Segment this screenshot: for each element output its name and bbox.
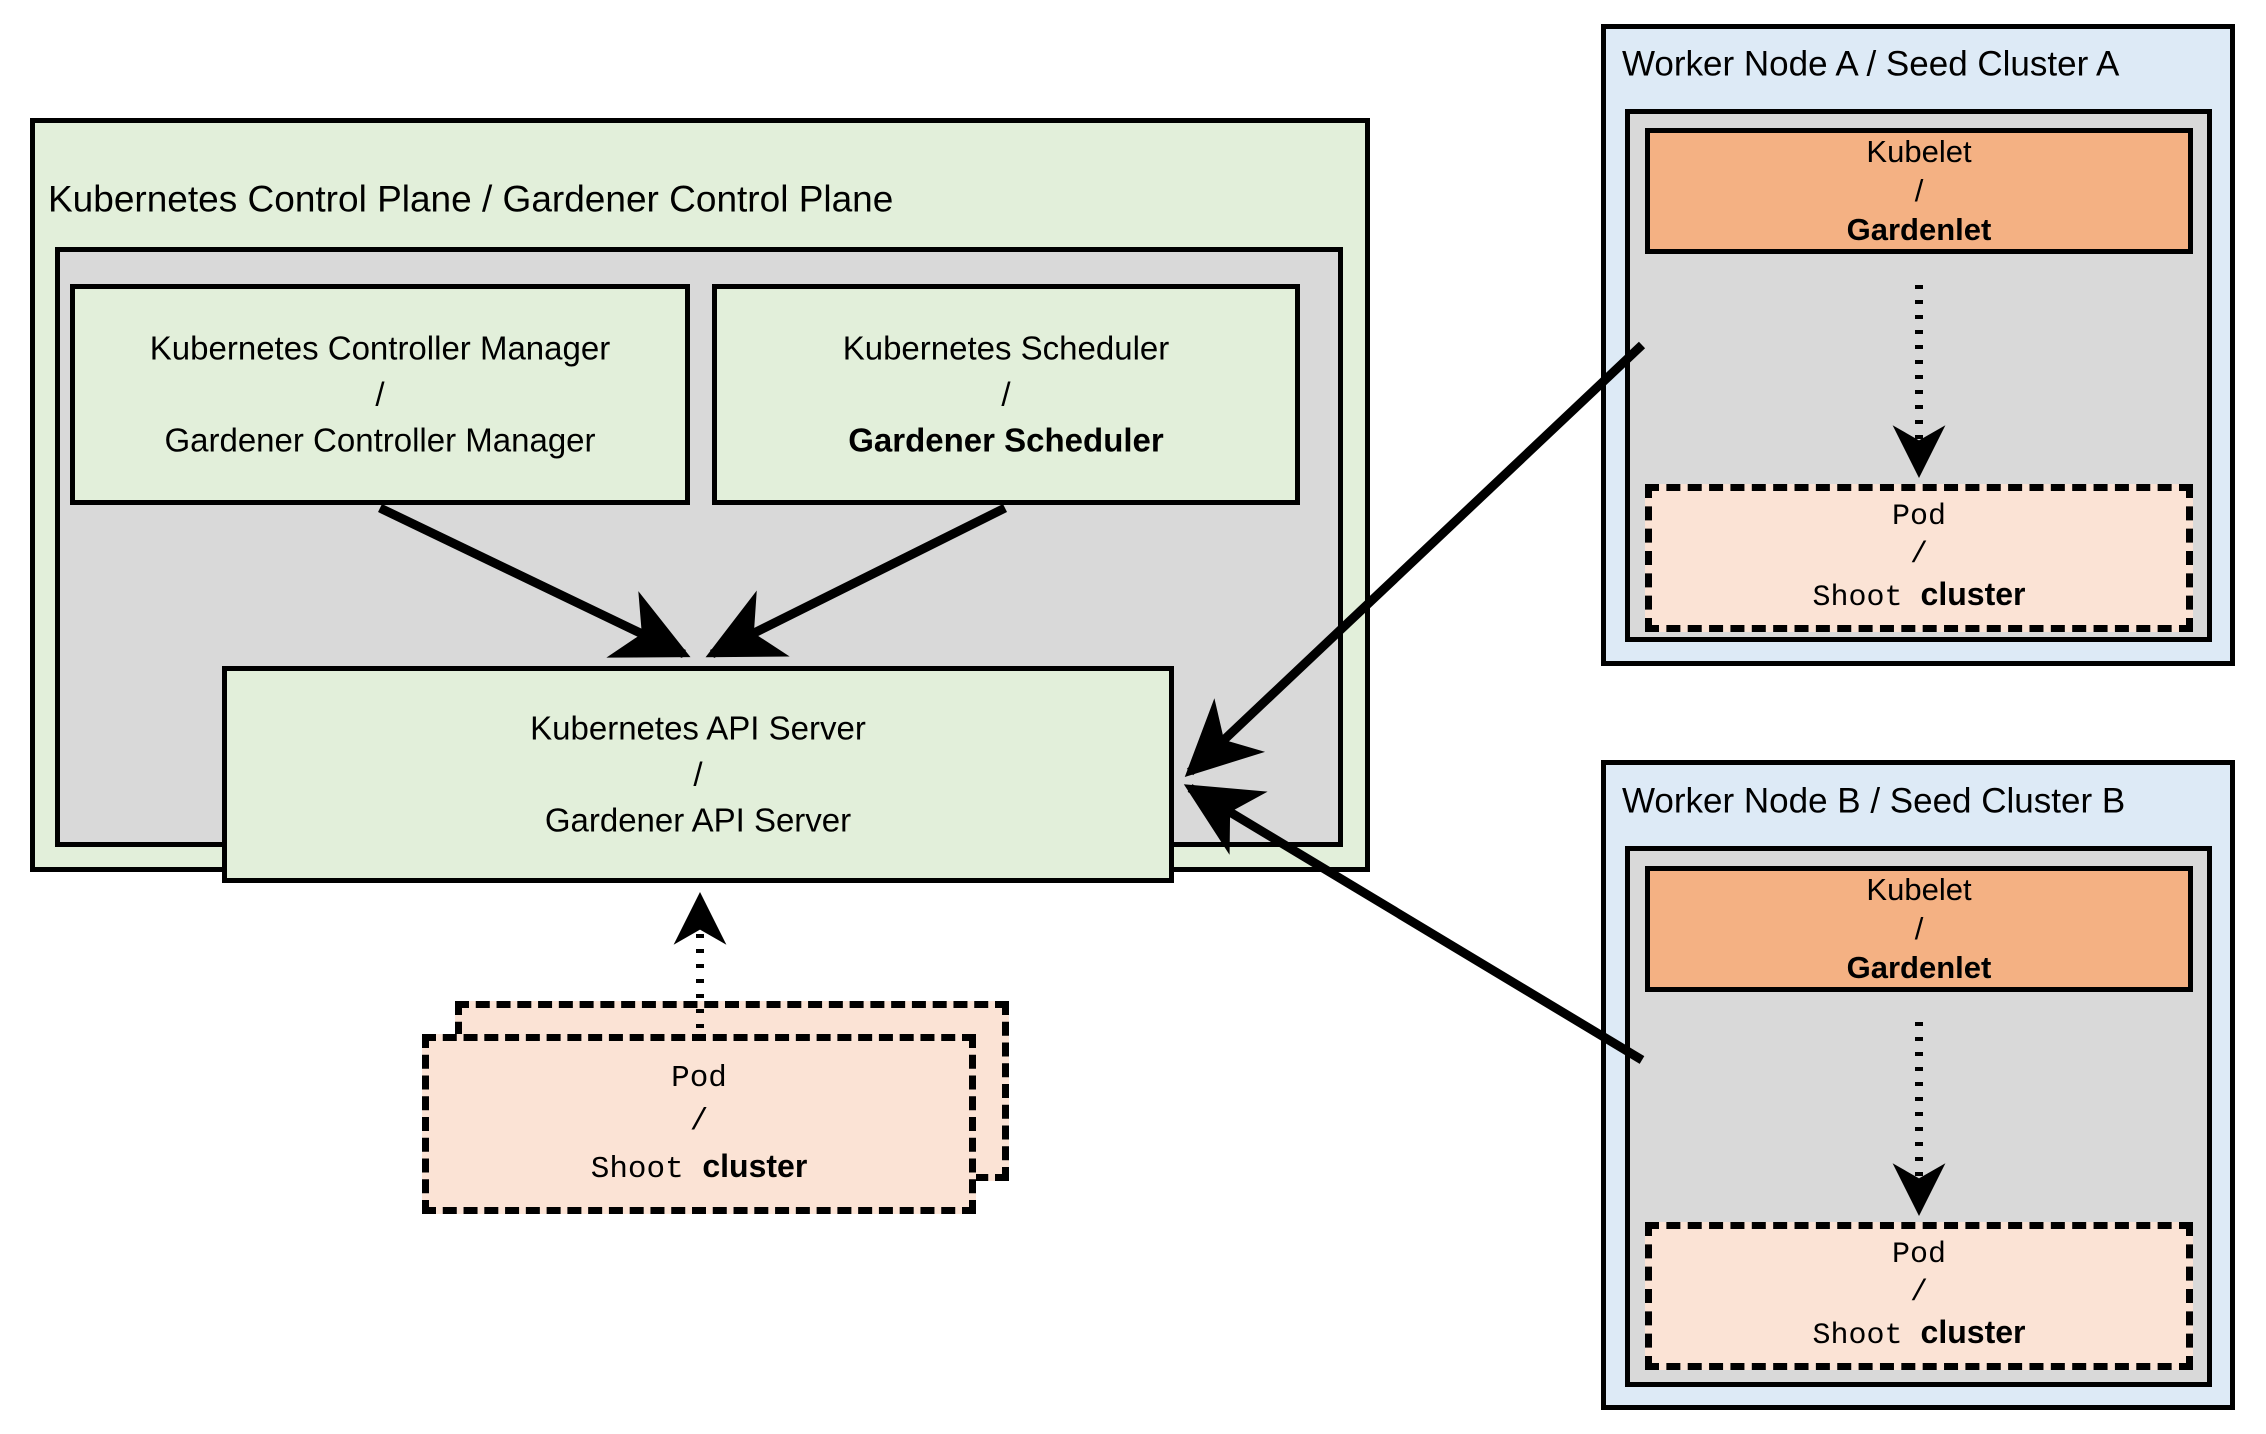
seed-b-pod-text: Pod / Shoot cluster: [1652, 1237, 2186, 1356]
seed-a-pod-line2: Shoot cluster: [1652, 574, 2186, 618]
seed-a-pod-separator: /: [1909, 537, 1928, 572]
seed-b-kubelet-text: Kubelet / Gardenlet: [1650, 871, 2188, 987]
control-plane-pod-line2: Shoot cluster: [429, 1144, 969, 1191]
seed-b-kubelet-box[interactable]: Kubelet / Gardenlet: [1645, 866, 2193, 992]
control-plane-header: Kubernetes Control Plane / Gardener Cont…: [48, 178, 894, 220]
seed-b-pod-line2: Shoot cluster: [1652, 1312, 2186, 1356]
scheduler-line1: Kubernetes Scheduler: [842, 329, 1170, 367]
seed-a-pod-box[interactable]: Pod / Shoot cluster: [1645, 484, 2193, 632]
seed-b-pod-line1: Pod: [1891, 1237, 1946, 1272]
api-server-text: Kubernetes API Server / Gardener API Ser…: [227, 705, 1169, 844]
api-server-separator: /: [693, 755, 703, 793]
seed-a-kubelet-box[interactable]: Kubelet / Gardenlet: [1645, 128, 2193, 254]
controller-manager-line1: Kubernetes Controller Manager: [149, 329, 611, 367]
seed-b-kubelet-line1: Kubelet: [1866, 871, 1972, 907]
control-plane-pod-box[interactable]: Pod / Shoot cluster: [422, 1034, 976, 1214]
seed-a-kubelet-separator: /: [1914, 172, 1924, 208]
seed-a-pod-text: Pod / Shoot cluster: [1652, 499, 2186, 618]
seed-b-pod-shoot: Shoot: [1812, 1318, 1921, 1353]
control-plane-pod-line1: Pod: [671, 1060, 727, 1096]
scheduler-line2: Gardener Scheduler: [848, 421, 1164, 459]
kubernetes-api-server-box[interactable]: Kubernetes API Server / Gardener API Ser…: [222, 666, 1174, 883]
scheduler-separator: /: [1001, 375, 1011, 413]
seed-b-kubelet-separator: /: [1914, 910, 1924, 946]
scheduler-text: Kubernetes Scheduler / Gardener Schedule…: [717, 325, 1295, 464]
seed-b-pod-box[interactable]: Pod / Shoot cluster: [1645, 1222, 2193, 1370]
control-plane-pod-separator: /: [689, 1104, 709, 1140]
control-plane-pod-shoot: Shoot: [590, 1151, 703, 1187]
api-server-line2: Gardener API Server: [544, 801, 852, 839]
seed-a-pod-shoot: Shoot: [1812, 580, 1921, 615]
seed-cluster-a-header: Worker Node A / Seed Cluster A: [1622, 44, 2120, 84]
controller-manager-text: Kubernetes Controller Manager / Gardener…: [75, 325, 685, 464]
seed-cluster-b-header: Worker Node B / Seed Cluster B: [1622, 781, 2126, 821]
seed-a-kubelet-line2: Gardenlet: [1846, 211, 1992, 247]
seed-a-kubelet-text: Kubelet / Gardenlet: [1650, 133, 2188, 249]
seed-a-pod-cluster: cluster: [1920, 575, 2026, 612]
seed-a-pod-line1: Pod: [1891, 499, 1946, 534]
control-plane-pod-text: Pod / Shoot cluster: [429, 1057, 969, 1191]
api-server-line1: Kubernetes API Server: [530, 709, 866, 747]
control-plane-pod-cluster: cluster: [702, 1147, 808, 1184]
controller-manager-line2: Gardener Controller Manager: [164, 421, 596, 459]
seed-a-kubelet-line1: Kubelet: [1866, 133, 1972, 169]
seed-b-pod-cluster: cluster: [1920, 1313, 2026, 1350]
kubernetes-controller-manager-box[interactable]: Kubernetes Controller Manager / Gardener…: [70, 284, 690, 505]
seed-b-pod-separator: /: [1909, 1275, 1928, 1310]
seed-b-kubelet-line2: Gardenlet: [1846, 949, 1992, 985]
kubernetes-scheduler-box[interactable]: Kubernetes Scheduler / Gardener Schedule…: [712, 284, 1300, 505]
controller-manager-separator: /: [375, 375, 385, 413]
